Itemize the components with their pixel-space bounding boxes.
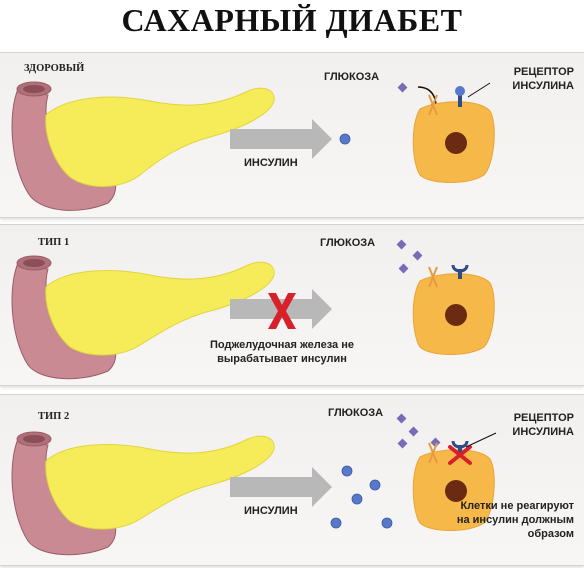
flow-arrow bbox=[230, 119, 332, 159]
insulin-molecule bbox=[341, 465, 353, 477]
glucose-label: ГЛЮКОЗА bbox=[324, 71, 380, 83]
panel-healthy-art bbox=[11, 81, 495, 211]
insulin-molecule bbox=[339, 133, 351, 145]
glucose-molecule bbox=[396, 413, 407, 424]
cell bbox=[412, 440, 495, 531]
receptor-bound-insulin bbox=[455, 86, 465, 96]
cell-nucleus bbox=[445, 480, 467, 502]
cell-nucleus bbox=[445, 132, 467, 154]
pancreas-illustration bbox=[11, 431, 275, 556]
glucose-label: ГЛЮКОЗА bbox=[328, 407, 384, 419]
pancreas-illustration bbox=[11, 81, 275, 211]
insulin-molecule bbox=[351, 493, 363, 505]
receptor-pointer bbox=[465, 432, 497, 448]
glucose-label: ГЛЮКОЗА bbox=[320, 237, 376, 249]
insulin-molecule bbox=[330, 517, 342, 529]
panel-healthy: ЗДОРОВЫЙ ГЛЮКОЗА РЕЦЕПТОР ИНСУЛИНА ИНСУЛ… bbox=[0, 52, 584, 218]
panel-type2: ТИП 2 ГЛЮКОЗА РЕЦЕПТОР ИНСУЛИНА ИНСУЛИН … bbox=[0, 394, 584, 566]
type2-note: Клетки не реагируют на инсулин должным о… bbox=[456, 500, 574, 540]
insulin-molecule bbox=[381, 517, 393, 529]
insulin-label: ИНСУЛИН bbox=[244, 505, 298, 517]
panel-type1-art bbox=[11, 239, 495, 380]
blocked-receptor-cross-icon bbox=[448, 445, 472, 465]
cell bbox=[412, 264, 495, 355]
no-insulin-cross-icon bbox=[268, 293, 296, 329]
cell-nucleus bbox=[445, 304, 467, 326]
panel-type2-art bbox=[11, 413, 497, 556]
glucose-molecule bbox=[397, 438, 408, 449]
glucose-molecule bbox=[408, 426, 419, 437]
glucose-channel bbox=[428, 266, 438, 288]
cell bbox=[412, 86, 495, 183]
panel-type1: ТИП 1 ГЛЮКОЗА Поджелудочная железа не вы… bbox=[0, 224, 584, 386]
pancreas-body bbox=[45, 435, 275, 530]
panel-tag: ТИП 2 bbox=[38, 411, 70, 422]
glucose-molecule bbox=[412, 250, 423, 261]
receptor-label: РЕЦЕПТОР ИНСУЛИНА bbox=[512, 66, 574, 92]
receptor-label: РЕЦЕПТОР ИНСУЛИНА bbox=[512, 412, 574, 438]
type1-note: Поджелудочная железа не вырабатывает инс… bbox=[210, 339, 354, 365]
panel-tag: ТИП 1 bbox=[38, 237, 70, 248]
pancreas-illustration bbox=[11, 255, 275, 380]
glucose-channel bbox=[428, 94, 438, 116]
pancreas-body bbox=[45, 261, 275, 356]
pancreas-body bbox=[45, 87, 275, 187]
receptor-pointer bbox=[467, 82, 491, 98]
insulin-molecule bbox=[369, 479, 381, 491]
insulin-label: ИНСУЛИН bbox=[244, 157, 298, 169]
glucose-channel bbox=[428, 442, 438, 464]
glucose-molecule bbox=[397, 82, 408, 93]
glucose-molecule bbox=[396, 239, 407, 250]
flow-arrow bbox=[230, 467, 332, 507]
glucose-molecule bbox=[398, 263, 409, 274]
panel-tag: ЗДОРОВЫЙ bbox=[24, 63, 85, 74]
page-title: САХАРНЫЙ ДИАБЕТ bbox=[121, 2, 463, 38]
